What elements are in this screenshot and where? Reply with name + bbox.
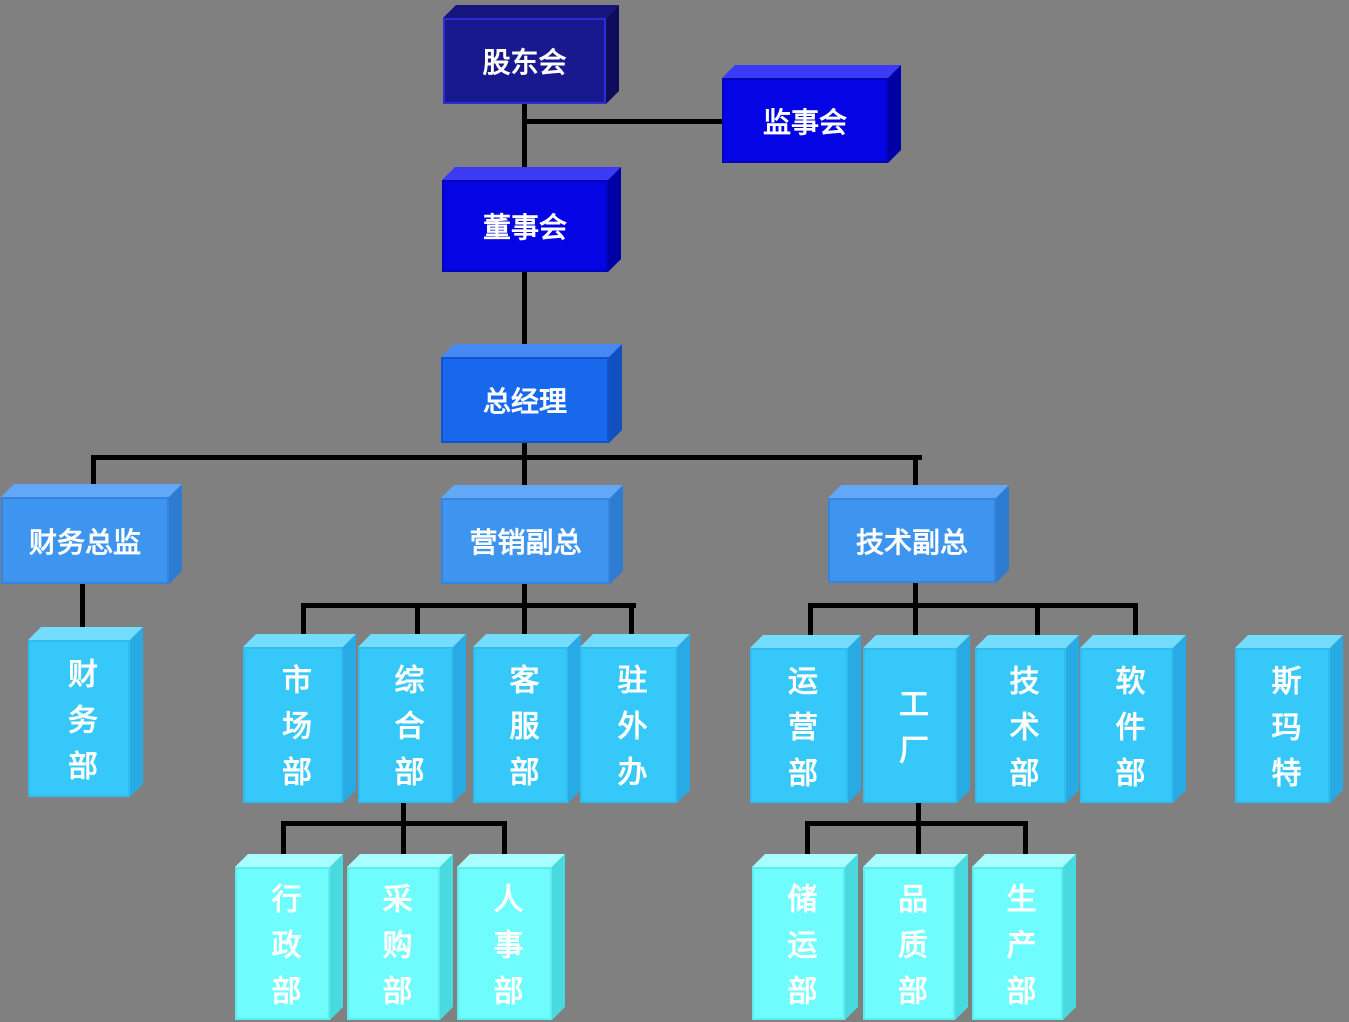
box-face: 股东会 bbox=[443, 18, 606, 104]
box-face: 驻外办 bbox=[580, 647, 677, 803]
node-storage-dept: 储运部 bbox=[752, 867, 845, 1021]
connector-stub-marketing-vp bbox=[522, 455, 527, 501]
node-cfo: 财务总监 bbox=[1, 497, 169, 584]
node-label: 综合部 bbox=[388, 664, 424, 802]
connector-stub-market bbox=[301, 603, 306, 649]
node-software-dept: 软件部 bbox=[1080, 648, 1173, 803]
node-quality-dept: 品质部 bbox=[863, 867, 955, 1021]
node-service-dept: 客服部 bbox=[473, 647, 568, 803]
connector-shareholders-board bbox=[522, 104, 527, 184]
box-face: 技术部 bbox=[975, 648, 1066, 803]
connector-stub-overseas bbox=[629, 603, 634, 649]
node-general-manager: 总经理 bbox=[441, 357, 609, 443]
node-marketing-vp: 营销副总 bbox=[441, 498, 610, 584]
connector-stub-tech-vp bbox=[913, 455, 918, 493]
box-face: 采购部 bbox=[347, 867, 440, 1021]
connector-bus-general-children bbox=[281, 821, 507, 826]
node-label: 监事会 bbox=[762, 105, 847, 139]
box-face: 行政部 bbox=[235, 867, 330, 1021]
node-factory: 工厂 bbox=[863, 648, 957, 803]
node-tech-dept: 技术部 bbox=[975, 648, 1066, 803]
node-admin-dept: 行政部 bbox=[235, 867, 330, 1021]
node-label: 驻外办 bbox=[611, 664, 647, 802]
node-label: 采购部 bbox=[376, 882, 412, 1021]
connector-stub-techdept bbox=[1035, 603, 1040, 649]
box-face: 生产部 bbox=[972, 867, 1063, 1021]
node-label: 市场部 bbox=[276, 664, 311, 802]
connector-techvp-bus bbox=[913, 583, 918, 605]
node-supervisors: 监事会 bbox=[722, 78, 888, 163]
box-face: 斯玛特 bbox=[1235, 648, 1330, 803]
node-production-dept: 生产部 bbox=[972, 867, 1063, 1021]
connector-stub-production bbox=[1023, 821, 1028, 867]
node-label: 股东会 bbox=[482, 46, 567, 79]
connector-stub-hr bbox=[502, 821, 507, 867]
box-face: 市场部 bbox=[243, 647, 343, 803]
node-label: 客服部 bbox=[503, 664, 539, 802]
connector-stub-quality bbox=[916, 821, 921, 867]
node-label: 总经理 bbox=[482, 385, 567, 418]
node-general-dept: 综合部 bbox=[358, 647, 453, 803]
node-label: 财务部 bbox=[62, 657, 97, 796]
node-label: 软件部 bbox=[1109, 664, 1145, 803]
node-label: 营销副总 bbox=[469, 526, 582, 559]
node-shareholders: 股东会 bbox=[443, 18, 606, 104]
node-label: 技术副总 bbox=[855, 525, 968, 559]
node-hr-dept: 人事部 bbox=[457, 867, 552, 1021]
connector-stub-general bbox=[415, 603, 420, 649]
box-face: 软件部 bbox=[1080, 648, 1173, 803]
node-label: 生产部 bbox=[1000, 882, 1036, 1021]
box-face: 人事部 bbox=[457, 867, 552, 1021]
box-face: 综合部 bbox=[358, 647, 453, 803]
node-label: 工厂 bbox=[893, 687, 928, 780]
node-label: 财务总监 bbox=[28, 525, 141, 559]
box-face: 运营部 bbox=[750, 648, 848, 803]
connector-factory-bus bbox=[916, 803, 921, 823]
node-label: 董事会 bbox=[482, 211, 567, 244]
connector-gm-bus bbox=[522, 443, 527, 459]
connector-marketingvp-bus bbox=[522, 584, 527, 608]
box-face: 品质部 bbox=[863, 867, 955, 1021]
box-face: 财务部 bbox=[28, 640, 130, 797]
connector-shareholders-supervisors bbox=[524, 119, 722, 124]
connector-bus-tech bbox=[808, 603, 1138, 608]
node-board: 董事会 bbox=[442, 180, 608, 272]
node-label: 人事部 bbox=[487, 882, 523, 1021]
connector-stub-purchasing bbox=[401, 821, 406, 867]
box-face: 董事会 bbox=[442, 180, 608, 272]
box-face: 总经理 bbox=[441, 357, 609, 443]
node-label: 运营部 bbox=[782, 664, 817, 803]
box-face: 客服部 bbox=[473, 647, 568, 803]
connector-bus-level3 bbox=[91, 455, 922, 460]
node-finance-dept: 财务部 bbox=[28, 640, 130, 797]
box-face: 工厂 bbox=[863, 648, 957, 803]
node-operations-dept: 运营部 bbox=[750, 648, 848, 803]
node-overseas-office: 驻外办 bbox=[580, 647, 677, 803]
node-label: 品质部 bbox=[892, 882, 927, 1021]
box-face: 营销副总 bbox=[441, 498, 610, 584]
connector-cfo-finance bbox=[80, 583, 85, 640]
node-label: 斯玛特 bbox=[1265, 664, 1301, 803]
node-label: 储运部 bbox=[781, 882, 817, 1021]
node-market-dept: 市场部 bbox=[243, 647, 343, 803]
connector-stub-factory bbox=[913, 603, 918, 649]
box-face: 财务总监 bbox=[1, 497, 169, 584]
connector-stub-software bbox=[1133, 603, 1138, 649]
box-face: 技术副总 bbox=[828, 498, 996, 583]
node-label: 技术部 bbox=[1003, 664, 1039, 803]
node-smart: 斯玛特 bbox=[1235, 648, 1330, 803]
node-label: 行政部 bbox=[265, 882, 301, 1021]
connector-stub-service bbox=[522, 603, 527, 649]
box-face: 储运部 bbox=[752, 867, 845, 1021]
connector-stub-cfo bbox=[91, 455, 96, 493]
connector-general-bus bbox=[401, 803, 406, 823]
connector-stub-operations bbox=[808, 603, 813, 649]
connector-board-gm bbox=[522, 272, 527, 360]
connector-bus-marketing bbox=[301, 603, 636, 608]
node-tech-vp: 技术副总 bbox=[828, 498, 996, 583]
box-face: 监事会 bbox=[722, 78, 888, 163]
node-purchasing-dept: 采购部 bbox=[347, 867, 440, 1021]
connector-stub-storage bbox=[805, 821, 810, 867]
connector-stub-admin bbox=[281, 821, 286, 867]
